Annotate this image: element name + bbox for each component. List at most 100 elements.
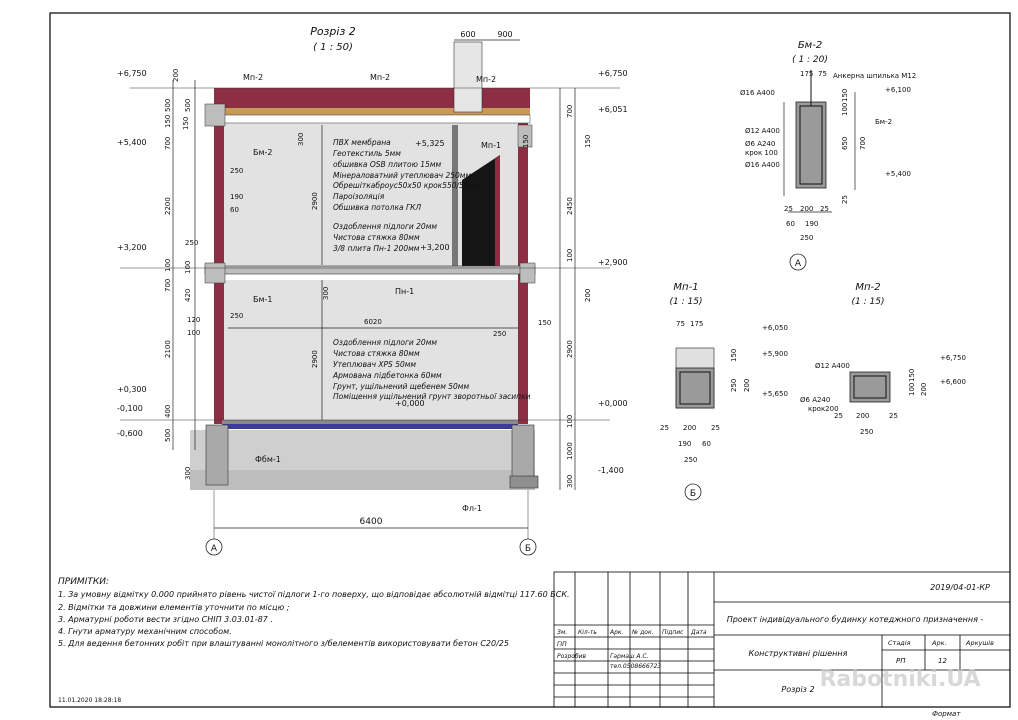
- note-item: 4. Гнути арматуру механічним способом.: [58, 627, 232, 636]
- bm2-dim-700: 700: [859, 137, 867, 150]
- mp1-section: [675, 367, 715, 409]
- tb-phone: тел.0508666723: [610, 663, 661, 670]
- note-item: 5. Для ведення бетонних робіт при влашту…: [58, 639, 509, 648]
- wall-left: [214, 98, 224, 424]
- level-right-5: +2,900: [598, 258, 628, 267]
- note-item: 3. Арматурні роботи вести згідно СНІП 3.…: [58, 615, 273, 624]
- bm2-anchor-label: Анкерна шпилька М12: [833, 72, 916, 80]
- bm2-rebar-4: крок 100: [745, 149, 778, 157]
- wall-right: [518, 98, 528, 424]
- roof-layer: Пароізоляція: [333, 192, 385, 201]
- floor1-screed: [222, 420, 518, 424]
- dim-inner-12: 300: [322, 287, 330, 300]
- mp2-stirrup: [853, 375, 887, 399]
- axis-a-bubble: [205, 538, 223, 556]
- roof-band: [214, 88, 530, 110]
- mp2-dim-150: 150: [908, 369, 916, 382]
- note-item: 2. Відмітки та довжини елементів уточнит…: [58, 603, 290, 612]
- partition: [452, 125, 458, 268]
- bm2-dim-200: 200: [800, 205, 813, 213]
- axis-a-label: А: [211, 544, 218, 554]
- mp2-title: Мп-2: [855, 282, 880, 293]
- bm2-section: [795, 101, 827, 189]
- mp2-dim-25b: 25: [889, 412, 898, 420]
- dim-right-1: 150: [584, 135, 592, 148]
- tb-hdr-date: Дата: [690, 629, 707, 636]
- floor1-layer: Утеплювач XPS 50мм: [333, 360, 416, 369]
- bm2-dim-25b: 25: [841, 195, 849, 204]
- dim-right-6: 100: [566, 415, 574, 428]
- bm2-callout: Бм-2: [875, 118, 892, 126]
- dim-inner-7: 250: [493, 330, 506, 338]
- dim-right-5: 2900: [566, 340, 574, 358]
- mp1-dim-60: 60: [702, 440, 711, 448]
- mp2-scale: (1 : 15): [852, 297, 885, 307]
- mp1-dim-75: 75: [676, 320, 685, 328]
- dim-top-900: 900: [497, 30, 512, 39]
- dim-right-8: 300: [566, 475, 574, 488]
- date-stamp: 11.01.2020 18:28:18: [58, 697, 121, 704]
- bm2-axis: А: [795, 259, 802, 269]
- section-drawing: [120, 39, 620, 540]
- tb-developer: Гармаш А.С.: [610, 653, 649, 660]
- mp1-dim-200: 200: [743, 379, 751, 392]
- mp1-dim-175: 175: [690, 320, 703, 328]
- callout-fbm1: Фбм-1: [255, 455, 281, 464]
- roof-layer: Обшивка потолка ГКЛ: [333, 203, 421, 212]
- bm2-dim-75: 75: [818, 70, 827, 78]
- mp2-level-1: +6,750: [940, 354, 966, 362]
- lintel-mp1: [517, 124, 533, 148]
- roof-layer: ПВХ мембрана: [333, 138, 391, 147]
- section-scale: ( 1 : 50): [313, 42, 353, 53]
- sheet-frame: [49, 12, 1011, 708]
- bm2-level-top: +6,100: [885, 86, 911, 94]
- dim-left-12: 500: [164, 429, 172, 442]
- mp2-dim-100: 100: [908, 383, 916, 396]
- dim-right-2: 2450: [566, 197, 574, 215]
- foundation-left: [205, 424, 229, 486]
- bm2-title: Бм-2: [798, 40, 822, 51]
- dim-left-10: 2100: [164, 340, 172, 358]
- dim-left-4: 700: [164, 137, 172, 150]
- mp1-title: Мп-1: [673, 282, 698, 293]
- mp1-dim-25a: 25: [660, 424, 669, 432]
- mp2-dim-25a: 25: [834, 412, 843, 420]
- callout-mp2-right: Мп-2: [476, 75, 496, 84]
- roof-layers: ПВХ мембрана Геотекстиль 5мм обшивка OSB…: [333, 138, 480, 212]
- dim-inner-8: 150: [538, 319, 551, 327]
- roof-layer: Обрешіткаброус50х50 крок550/50мм: [333, 181, 480, 190]
- dim-inner-4: 120: [187, 316, 200, 324]
- mp2-rebar-1: Ø12 A400: [815, 362, 850, 370]
- dim-inner-11: 2900: [311, 350, 319, 368]
- floor2-layer: Оздоблення підлоги 20мм: [333, 222, 437, 231]
- tb-format: Формат: [932, 710, 961, 718]
- mp1-axis-bubble: [684, 483, 702, 501]
- tb-hdr-qty: Кіл-ть: [578, 629, 597, 636]
- floor2-layer: 3/8 плита Пн-1 200мм: [333, 244, 420, 253]
- title-block: [553, 571, 1011, 708]
- ground: [190, 470, 535, 490]
- roof-layer: Геотекстиль 5мм: [333, 149, 401, 158]
- callout-bm2: Бм-2: [253, 148, 273, 157]
- callout-mp2-left: Мп-2: [243, 73, 263, 82]
- callout-mp1: Мп-1: [481, 141, 501, 150]
- mp1-dim-25b: 25: [711, 424, 720, 432]
- mp1-dim-200b: 200: [683, 424, 696, 432]
- tb-hdr-zm: Зм.: [557, 629, 567, 636]
- tb-sheet: 12: [938, 657, 947, 665]
- note-item: 1. За умовну відмітку 0.000 прийнято рів…: [58, 590, 570, 599]
- tb-sheets-hdr: Аркушів: [965, 639, 994, 647]
- level-left-4: +0,300: [117, 385, 147, 394]
- watermark: Rabotniki.UA: [819, 667, 980, 692]
- tb-hdr-doc: № док.: [631, 629, 654, 636]
- notes-title: ПРИМІТКИ:: [58, 577, 109, 587]
- dim-left-2: 500: [184, 99, 192, 112]
- floor2-layers: Оздоблення підлоги 20мм Чистова стяжка 8…: [333, 222, 437, 253]
- roof-timber: [214, 108, 530, 115]
- mp1-level-3: +5,650: [762, 390, 788, 398]
- tb-hdr-sign: Підпис: [662, 629, 684, 636]
- dim-left-3: 150: [164, 115, 172, 128]
- mp1-dim-190: 190: [678, 440, 691, 448]
- mp2-level-2: +6,600: [940, 378, 966, 386]
